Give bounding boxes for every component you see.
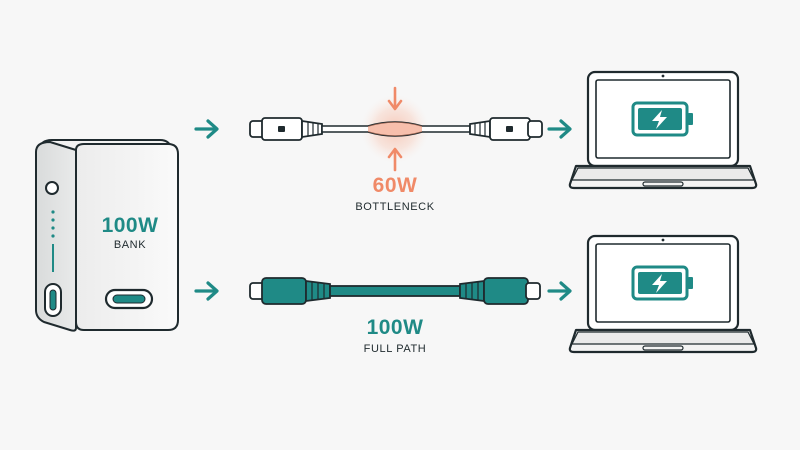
usb-c-cable-icon: [249, 277, 331, 305]
charge-indicator-dots: [51, 210, 55, 238]
full-path-cable: [249, 277, 541, 305]
bank-label: BANK: [113, 239, 147, 251]
usb-c-cable-icon: [249, 117, 323, 141]
battery-charging-icon: [631, 265, 693, 301]
laptop-icon: [568, 70, 758, 190]
full-path-wattage-label: 100W: [366, 316, 424, 339]
full-path-label: FULL PATH: [363, 343, 427, 355]
arrow-right-icon: [194, 281, 219, 301]
lightning-bolt-icon: [652, 110, 667, 129]
arrow-right-icon: [547, 119, 572, 139]
thick-cable-wire: [329, 285, 461, 297]
bank-wattage-label: 100W: [101, 214, 159, 237]
laptop-icon: [568, 234, 758, 354]
bottleneck-wattage-label: 60W: [372, 174, 418, 197]
lightning-bolt-icon: [652, 274, 667, 293]
compression-arrow-icon: [387, 86, 403, 111]
compression-arrow-icon: [387, 147, 403, 172]
bottleneck-cable: [249, 86, 543, 172]
arrow-right-icon: [194, 119, 219, 139]
power-bank-icon: [35, 139, 179, 332]
battery-charging-icon: [631, 101, 693, 137]
power-button-icon: [45, 181, 59, 195]
arrow-right-icon: [547, 281, 572, 301]
bottleneck-label: BOTTLENECK: [355, 201, 435, 213]
usb-c-cable-icon: [469, 117, 543, 141]
usb-c-cable-icon: [459, 277, 541, 305]
